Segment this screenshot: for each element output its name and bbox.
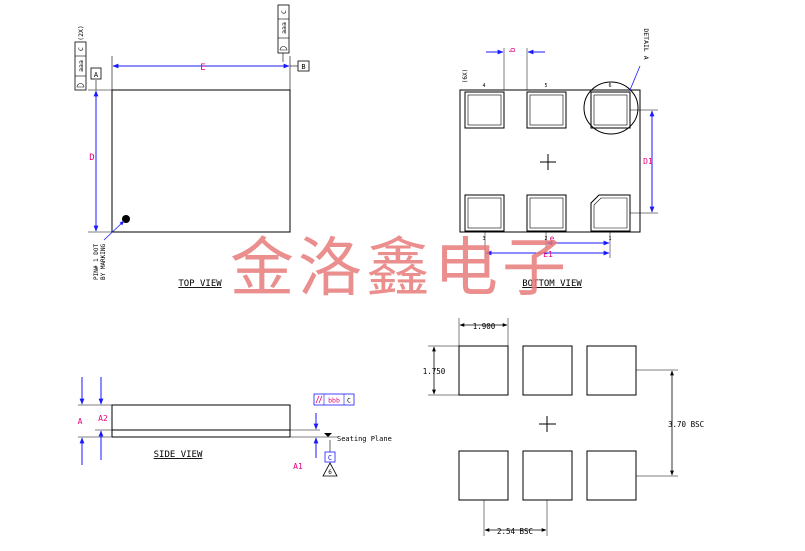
row-pitch-label: 3.70 BSC <box>668 420 704 429</box>
seating-plane-label: Seating Plane <box>337 435 392 443</box>
svg-text:C: C <box>347 397 351 405</box>
dim-A1-label: A1 <box>293 462 303 471</box>
dim-A2-label: A2 <box>98 414 108 423</box>
pad-6 <box>590 91 631 129</box>
land-pad <box>586 345 637 396</box>
dim-b-label: b <box>508 47 517 52</box>
dim-A-label: A <box>78 417 83 426</box>
land-pad <box>458 450 509 501</box>
fcf-left: aaa C (2X) <box>74 25 87 91</box>
top-view-body <box>111 89 291 233</box>
dim-D1-label: D1 <box>643 157 653 166</box>
bottom-view-caption: BOTTOM VIEW <box>522 279 582 289</box>
col-pitch-label: 2.54 BSC <box>497 527 533 536</box>
svg-text:6: 6 <box>608 83 611 89</box>
pin1-note-line1: PIN# 1 DOT <box>93 243 100 280</box>
pad-width-label: 1.900 <box>473 322 496 331</box>
datum-A: A <box>94 71 99 79</box>
pad-3 <box>464 194 505 232</box>
land-pad <box>458 345 509 396</box>
svg-text:C: C <box>77 47 85 51</box>
side-view-caption: SIDE VIEW <box>154 450 203 460</box>
datum-C-side: C <box>328 454 332 462</box>
svg-text:aaa: aaa <box>77 60 85 72</box>
bottom-view-body <box>459 89 641 233</box>
svg-text:C: C <box>280 10 288 14</box>
top-view: E D A B aaa C (2X) aaa C <box>74 4 310 289</box>
side-view: A A2 A1 Seating Plane C 6 bbb C SIDE VIE… <box>78 377 392 477</box>
svg-text:5: 5 <box>544 83 547 89</box>
count-6x: (6X) <box>462 69 469 83</box>
pad-2 <box>526 194 567 232</box>
svg-text:(2X): (2X) <box>77 25 85 41</box>
seating-count: 6 <box>328 469 332 476</box>
pad-5 <box>526 91 567 129</box>
svg-text:4: 4 <box>482 83 485 89</box>
dim-E-label: E <box>200 63 205 73</box>
dim-e-label: e <box>550 234 555 243</box>
pin1-note-line2: BY MARKING <box>100 243 107 280</box>
pad-height-label: 1.750 <box>423 367 446 376</box>
land-pattern: 1.900 1.750 3.70 BSC 2.54 BSC <box>423 318 704 536</box>
top-view-caption: TOP VIEW <box>178 279 222 289</box>
dim-D-label: D <box>89 153 94 163</box>
svg-text:3: 3 <box>482 236 485 242</box>
land-pad <box>522 450 573 501</box>
svg-text:bbb: bbb <box>328 397 340 405</box>
pad-4 <box>464 91 505 129</box>
land-pad <box>522 345 573 396</box>
datum-B: B <box>301 63 305 71</box>
pad-1 <box>590 194 631 232</box>
detail-a-label: DETAIL A <box>642 28 650 59</box>
bottom-view: 4 5 6 3 2 1 (6X) b D1 e E1 DETAIL A BOTT… <box>459 28 658 289</box>
watermark: 金洛鑫电子 <box>230 232 570 306</box>
fcf-right: aaa C <box>277 4 290 62</box>
dim-E1-label: E1 <box>543 250 553 259</box>
side-view-body <box>111 404 291 431</box>
fcf-bbb: bbb C <box>313 393 355 406</box>
svg-text:aaa: aaa <box>280 22 288 34</box>
land-pad <box>586 450 637 501</box>
detail-a-circle <box>583 81 639 135</box>
